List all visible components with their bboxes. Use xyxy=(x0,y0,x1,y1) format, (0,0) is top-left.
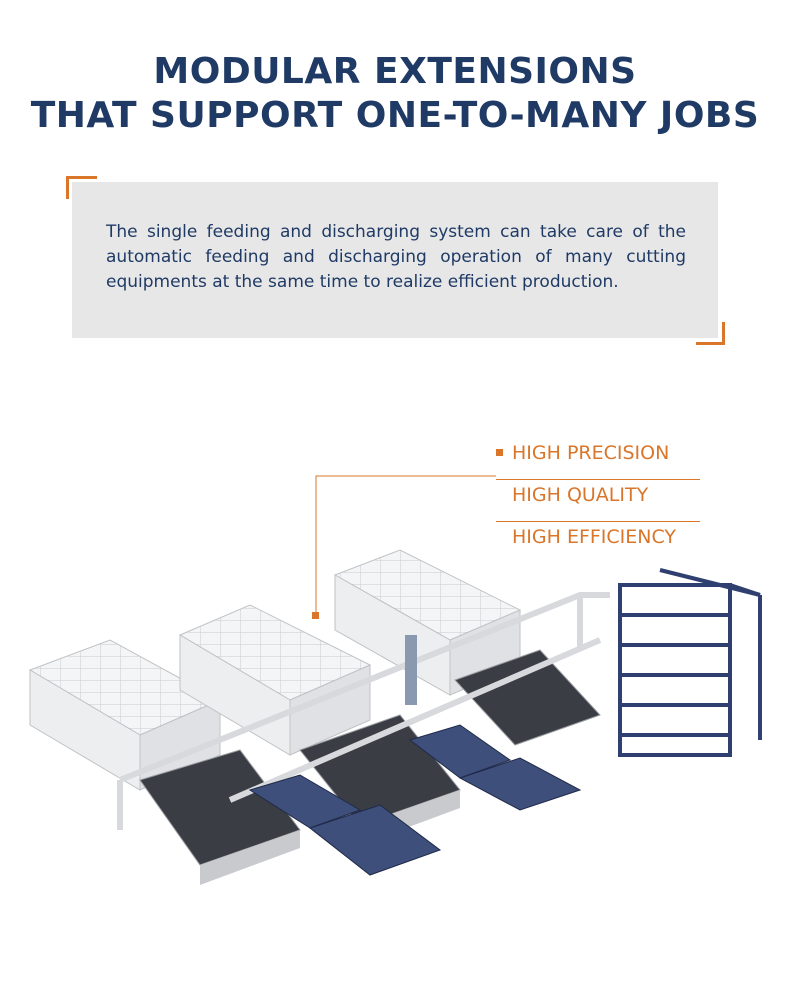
description-panel xyxy=(72,182,718,338)
feature-item-quality: HIGH QUALITY xyxy=(496,480,700,522)
corner-bracket-top-left xyxy=(66,176,97,199)
feature-item-precision: HIGH PRECISION xyxy=(496,438,700,480)
gantry-frame xyxy=(117,592,610,830)
laser-cutter-3 xyxy=(333,549,601,746)
title-line-1: MODULAR EXTENSIONS xyxy=(153,51,637,92)
description-text: The single feeding and discharging syste… xyxy=(106,222,686,292)
feeding-carts xyxy=(248,724,582,876)
feature-list: HIGH PRECISION HIGH QUALITY HIGH EFFICIE… xyxy=(496,438,700,564)
laser-cutter-1 xyxy=(28,639,301,885)
bullet-icon xyxy=(496,449,503,456)
production-line-illustration xyxy=(28,549,762,885)
page-title: MODULAR EXTENSIONS THAT SUPPORT ONE-TO-M… xyxy=(0,50,790,138)
gantry-column xyxy=(405,635,417,705)
material-storage-tower xyxy=(618,568,762,757)
title-line-2: THAT SUPPORT ONE-TO-MANY JOBS xyxy=(30,95,760,136)
feature-item-efficiency: HIGH EFFICIENCY xyxy=(512,526,677,548)
corner-bracket-bottom-right xyxy=(696,322,725,345)
